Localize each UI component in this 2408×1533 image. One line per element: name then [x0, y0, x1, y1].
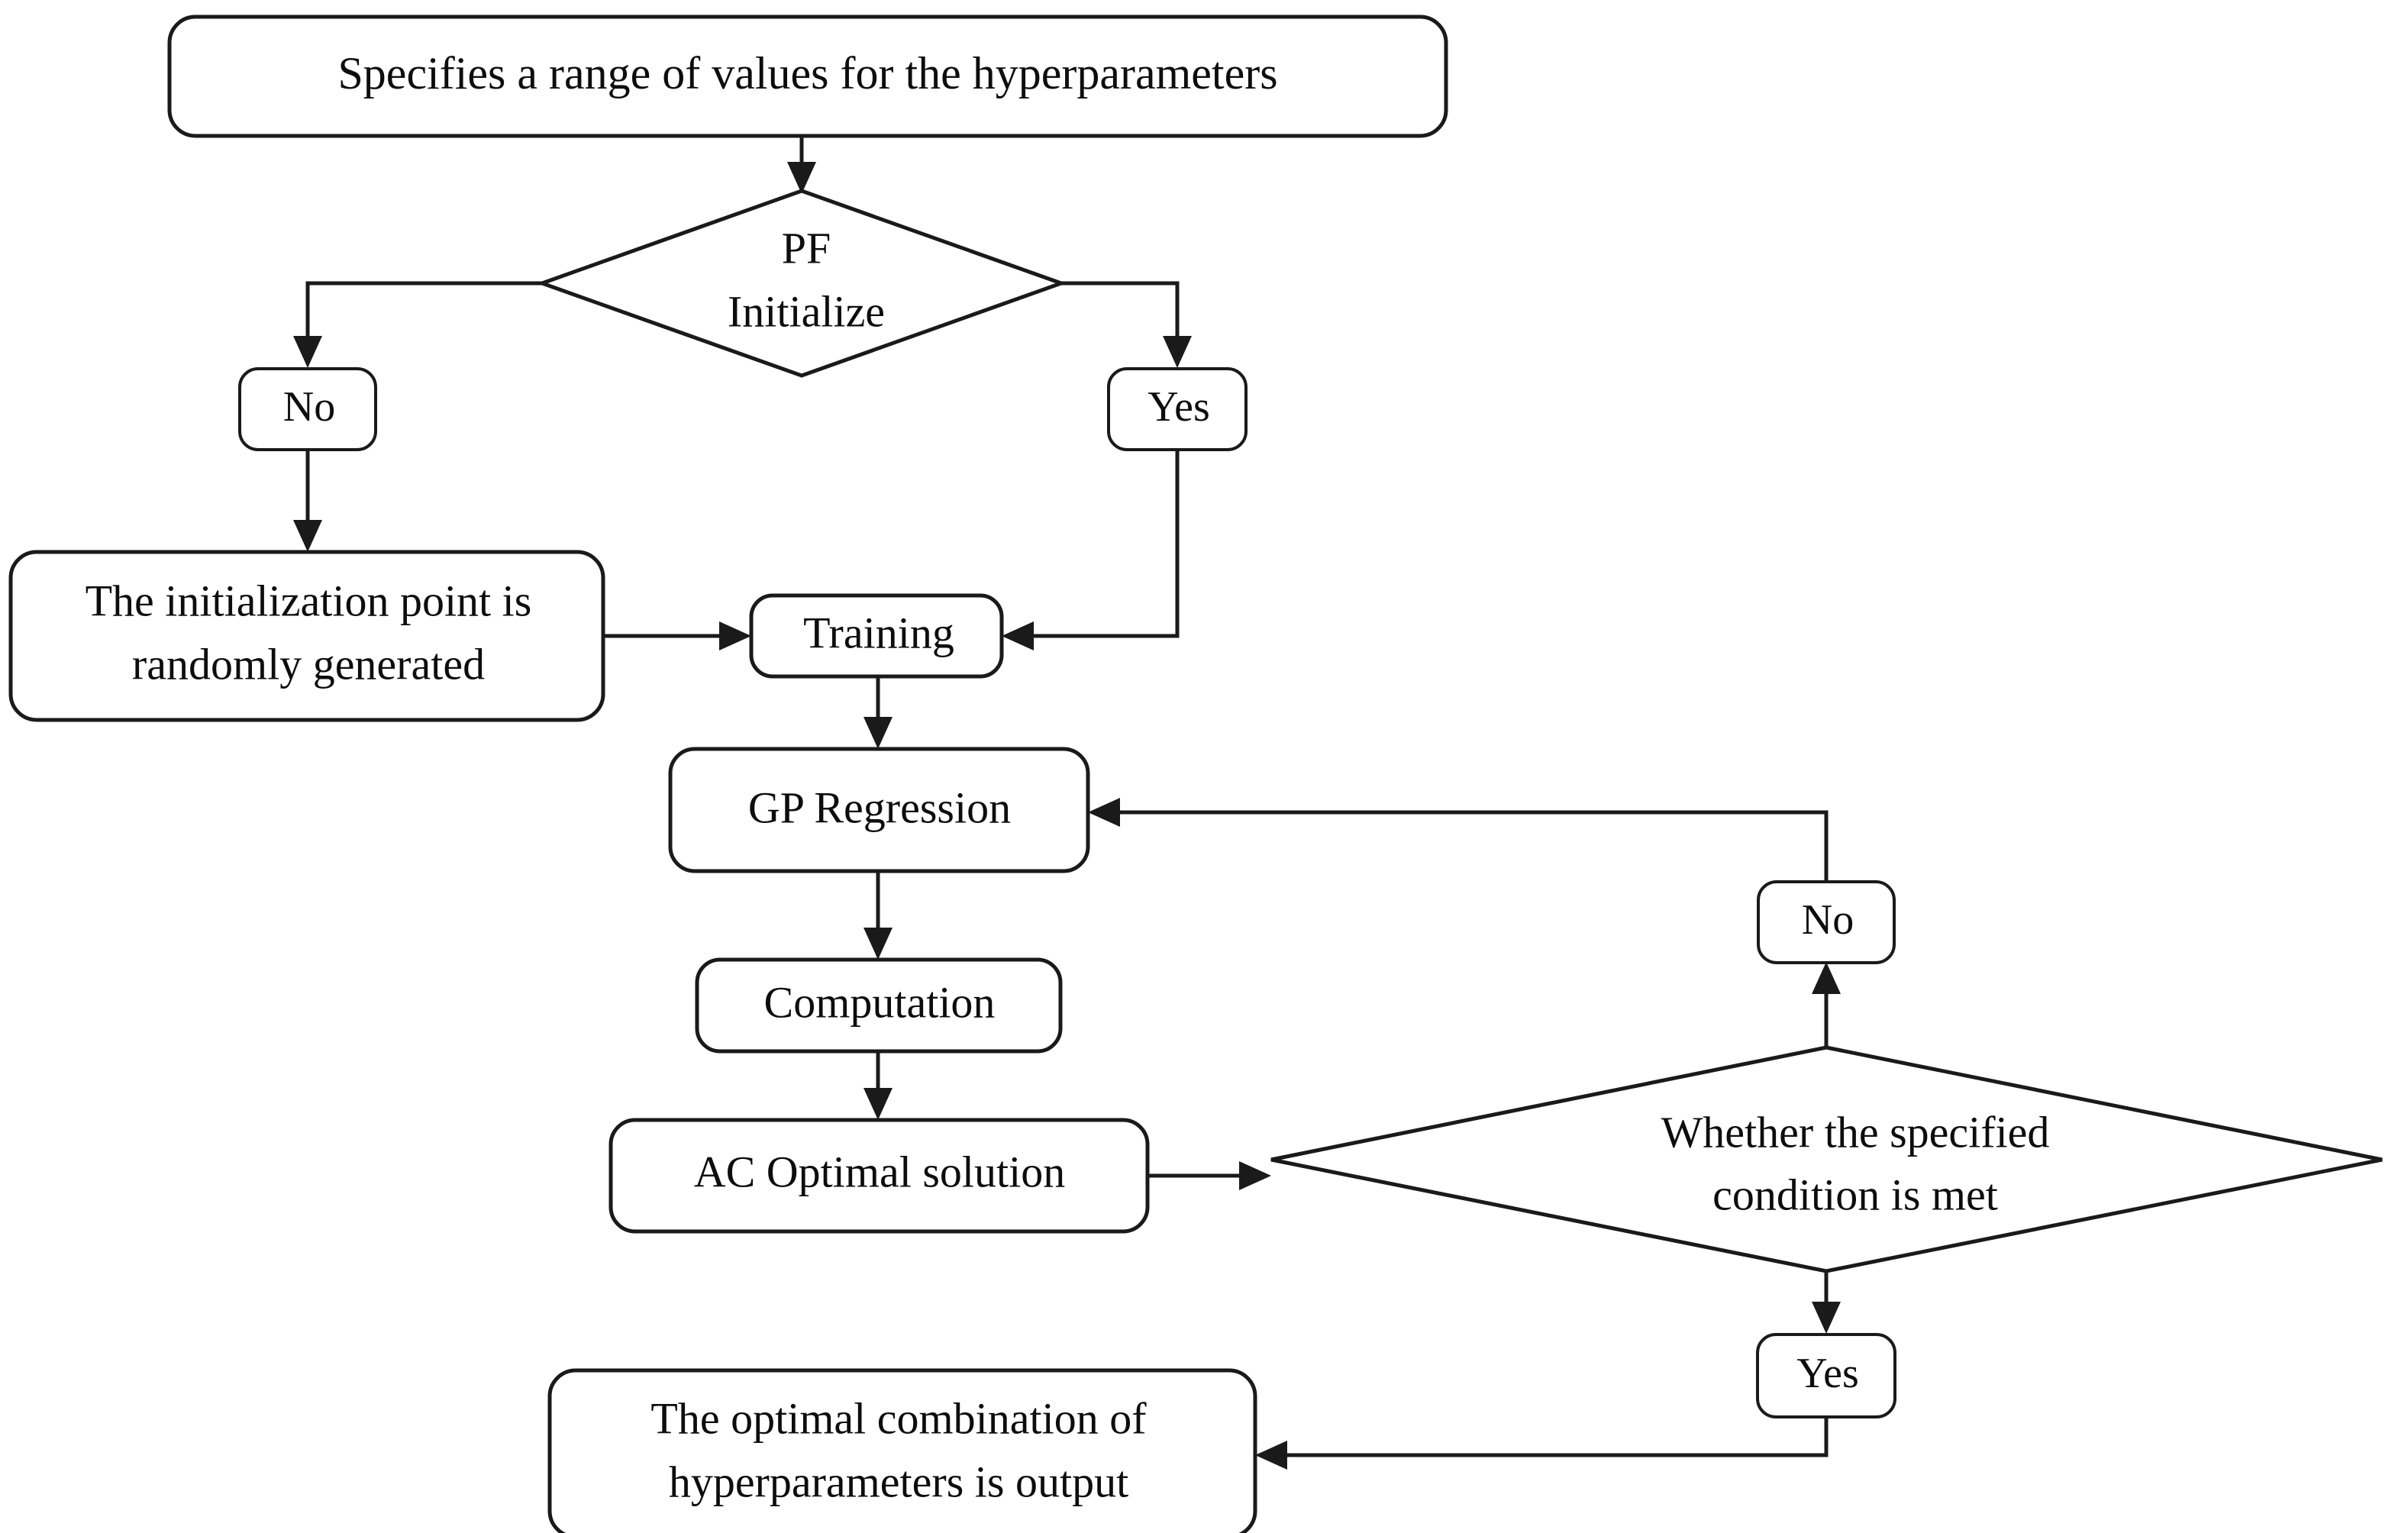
- node-branch-no-top-shape: [238, 367, 377, 451]
- node-branch-yes-bottom-shape: [1756, 1333, 1896, 1418]
- node-ac-optimal-label: AC Optimal solution: [694, 1147, 1066, 1196]
- node-computation-shape: [695, 957, 1063, 1054]
- node-condition-met-shape: [1270, 1045, 2383, 1273]
- node-optimal-output[interactable]: The optimal combination of hyperparamete…: [547, 1368, 1257, 1533]
- node-specify-range[interactable]: Specifies a range of values for the hype…: [167, 15, 1448, 138]
- edge-no-to-random-init: [293, 449, 322, 552]
- edge-yes-to-output: [1255, 1417, 1829, 1470]
- edge-yes-to-training: [1002, 449, 1180, 650]
- node-pf-initialize-shape: [536, 189, 1067, 378]
- node-specify-range-shape: [167, 15, 1448, 138]
- edge-pf-to-no: [293, 281, 542, 368]
- node-gp-regression-shape: [668, 747, 1090, 873]
- node-random-init-label-line2: randomly generated: [132, 639, 485, 689]
- edge-condition-to-yes: [1812, 1271, 1841, 1334]
- node-training[interactable]: Training: [749, 593, 1004, 679]
- node-ac-optimal-shape: [608, 1118, 1150, 1234]
- node-branch-no-bottom[interactable]: No: [1757, 880, 1896, 964]
- node-condition-met-label-line1: Whether the specified: [1661, 1107, 2050, 1157]
- node-gp-regression[interactable]: GP Regression: [668, 747, 1090, 873]
- node-branch-no-bottom-shape: [1757, 880, 1896, 964]
- node-random-init[interactable]: The initialization point is randomly gen…: [8, 550, 605, 722]
- node-computation-label: Computation: [764, 977, 996, 1027]
- node-pf-initialize[interactable]: PF Initialize: [536, 189, 1067, 378]
- edge-no-to-gp-feedback: [1088, 798, 1829, 882]
- node-training-label: Training: [803, 608, 954, 657]
- edge-computation-to-ac: [863, 1051, 893, 1120]
- node-branch-no-top[interactable]: No: [238, 367, 377, 451]
- edge-gp-to-computation: [863, 871, 893, 960]
- node-condition-met-label-line2: condition is met: [1712, 1170, 1998, 1219]
- node-random-init-shape: [8, 550, 605, 722]
- node-ac-optimal[interactable]: AC Optimal solution: [608, 1118, 1150, 1234]
- edge-training-to-gp: [863, 676, 893, 749]
- node-branch-no-bottom-label: No: [1802, 896, 1854, 944]
- node-training-shape: [749, 593, 1004, 679]
- node-computation[interactable]: Computation: [695, 957, 1063, 1054]
- node-optimal-output-shape: [547, 1368, 1257, 1533]
- node-random-init-label-line1: The initialization point is: [86, 576, 532, 625]
- node-branch-yes-top-label: Yes: [1148, 383, 1209, 431]
- node-branch-yes-top-shape: [1107, 367, 1248, 451]
- node-branch-yes-top[interactable]: Yes: [1107, 367, 1248, 451]
- node-pf-initialize-label-line2: Initialize: [728, 286, 885, 336]
- node-optimal-output-label-line2: hyperparameters is output: [669, 1457, 1128, 1506]
- node-condition-met[interactable]: Whether the specified condition is met: [1270, 1045, 2383, 1273]
- node-specify-range-label: Specifies a range of values for the hype…: [337, 48, 1277, 98]
- node-gp-regression-label: GP Regression: [748, 783, 1011, 832]
- edge-random-init-to-training: [603, 621, 751, 650]
- node-pf-initialize-label-line1: PF: [782, 223, 831, 273]
- node-branch-no-top-label: No: [283, 383, 335, 431]
- edge-condition-to-no: [1812, 962, 1841, 1047]
- node-branch-yes-bottom[interactable]: Yes: [1756, 1333, 1896, 1418]
- node-optimal-output-label-line1: The optimal combination of: [650, 1393, 1147, 1443]
- edge-pf-to-yes: [1061, 281, 1192, 368]
- edge-specify-to-pf: [787, 136, 816, 194]
- edge-ac-to-condition: [1148, 1161, 1271, 1190]
- node-branch-yes-bottom-label: Yes: [1796, 1350, 1858, 1397]
